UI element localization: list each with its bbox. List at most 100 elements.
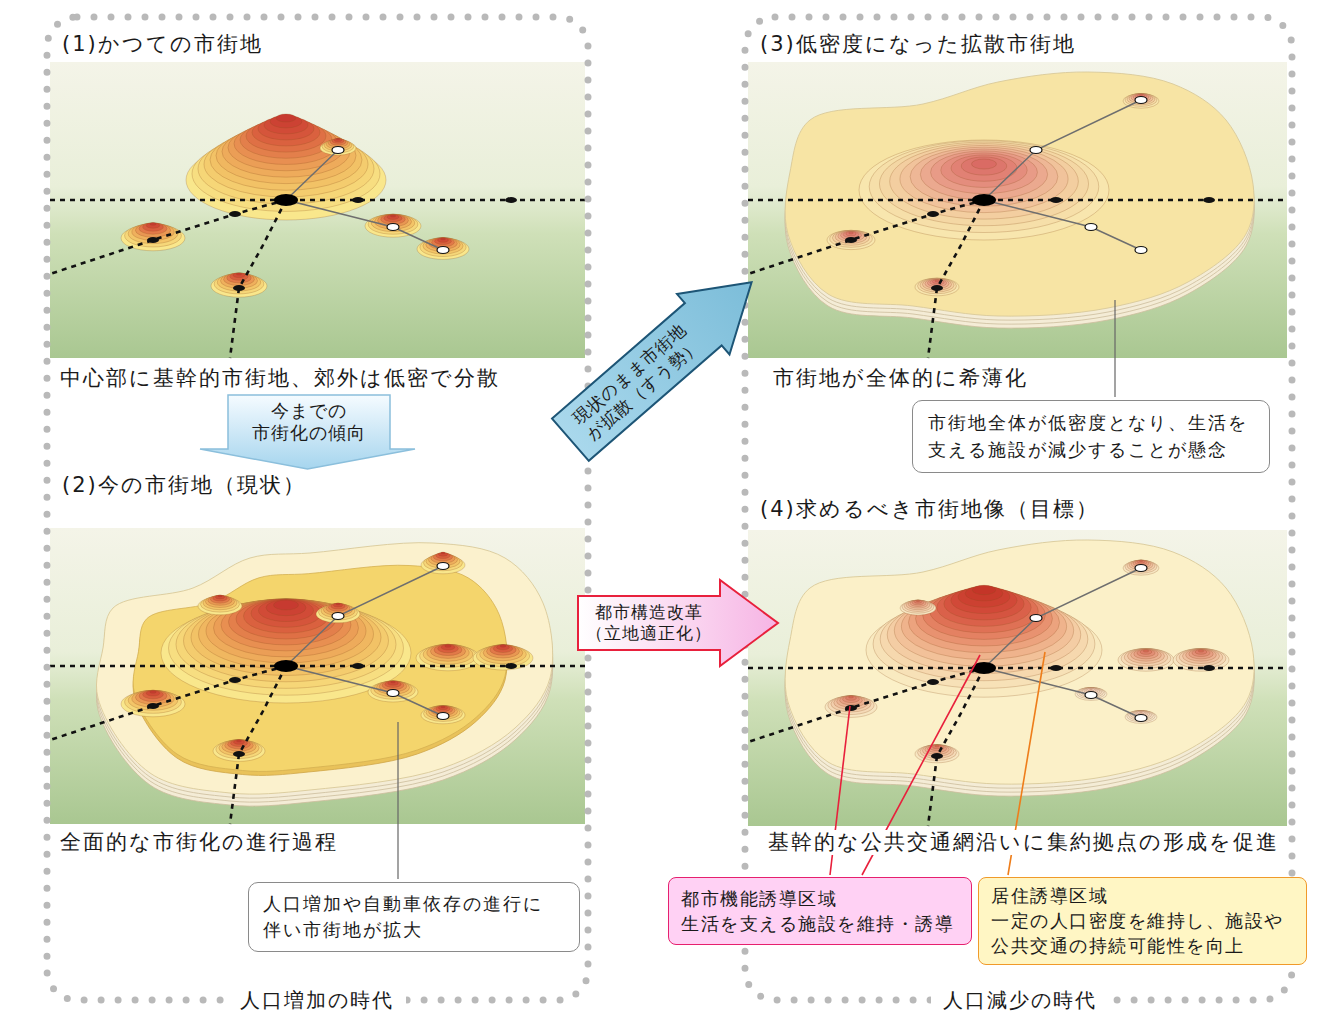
contour-ring (828, 696, 874, 714)
scene-heading: (1)かつての市街地 (62, 32, 263, 57)
contour-ring (435, 238, 452, 245)
contour-ring (487, 645, 520, 658)
contour-ring (843, 696, 860, 703)
contour-ring (480, 645, 527, 664)
contour-ring (437, 238, 448, 242)
land-ground (748, 530, 1287, 826)
arrow-label: 現状のまま市街地 が拡散（すう勢） (567, 318, 706, 447)
contour-ring (440, 238, 445, 240)
contour-ring (1176, 649, 1226, 669)
bus-stop (437, 563, 449, 570)
contour-ring (904, 600, 932, 611)
trend-arrow: 現状のまま市街地 が拡散（すう勢） (544, 252, 778, 470)
contour-ring (931, 151, 1038, 194)
rail-station (147, 703, 159, 709)
contour-ring (1127, 560, 1155, 571)
density-mound (900, 600, 936, 615)
rail-line (928, 200, 984, 358)
leader-line (397, 722, 398, 879)
contour-ring (266, 600, 306, 616)
land-ground (50, 528, 585, 824)
contour-ring (336, 603, 340, 605)
contour-ring (236, 273, 242, 275)
contour-ring (328, 603, 347, 611)
contour-ring (920, 278, 954, 292)
scene-panel: (4)求めるべき市街地像（目標）基幹的な公共交通網沿いに集約拠点の形成を促進都市… (748, 495, 1287, 857)
contour-ring (236, 740, 241, 742)
contour-ring (274, 600, 299, 610)
contour-ring (1198, 650, 1204, 652)
contour-ring (146, 691, 160, 696)
rail-line (928, 668, 984, 826)
city-illustration (50, 114, 585, 358)
contour-ring (1125, 560, 1157, 573)
bus-stop (437, 247, 449, 254)
contour-ring (217, 274, 260, 291)
rail-station (845, 237, 857, 243)
contour-ring (438, 706, 447, 710)
callout-box: 市街地全体が低密度となり、生活を 支える施設が減少することが懸念 (912, 400, 1270, 473)
contour-ring (328, 139, 348, 147)
contour-ring (388, 681, 399, 685)
contour-ring (827, 230, 875, 249)
contour-ring (1127, 710, 1155, 721)
contour-ring (961, 157, 1006, 175)
contour-ring (203, 596, 237, 610)
contour-ring (1195, 650, 1207, 655)
contour-ring (835, 231, 867, 244)
contour-ring (845, 696, 856, 700)
arrow-outline (200, 395, 415, 469)
rail-line (230, 666, 286, 824)
bus-stop (1085, 692, 1097, 699)
scene-caption: 基幹的な公共交通網沿いに集約拠点の形成を促進 (765, 830, 1282, 855)
rail-station (229, 677, 241, 683)
bus-line (984, 200, 1141, 250)
callout-box: 人口増加や自動車依存の進行に 伴い市街地が拡大 (248, 882, 580, 952)
contour-ring (150, 691, 156, 694)
rail-station (845, 705, 857, 711)
contour-ring (1121, 649, 1171, 669)
contour-ring (423, 706, 462, 722)
contour-ring (1127, 94, 1155, 105)
bus-stop (1085, 224, 1097, 231)
contour-ring (125, 691, 182, 714)
contour-ring (1143, 650, 1149, 652)
contour-ring (215, 595, 224, 599)
contour-ring (972, 585, 996, 594)
rail-line (50, 665, 585, 668)
contour-ring (420, 645, 477, 668)
contour-ring (216, 740, 262, 758)
contour-ring (143, 690, 164, 698)
contour-ring (135, 223, 170, 237)
rail-station (229, 211, 241, 217)
contour-ring (890, 144, 1079, 219)
contour-ring (436, 706, 450, 712)
rail-station (931, 753, 943, 759)
density-mound (1118, 649, 1174, 672)
contour-ring (916, 600, 920, 601)
contour-ring (493, 645, 513, 653)
density-mound (198, 595, 242, 615)
contour-ring (1186, 649, 1217, 661)
contour-ring (1138, 711, 1145, 714)
density-mound (211, 273, 267, 297)
city-illustration (748, 72, 1287, 358)
contour-ring (384, 215, 402, 222)
contour-ring (1089, 688, 1092, 689)
trend-arrow: 今までの 市街化の傾向 (200, 395, 415, 469)
era-label: 人口増加の時代 (228, 988, 406, 1013)
density-mound (827, 230, 875, 249)
bus-line (286, 666, 443, 716)
contour-ring (910, 600, 926, 606)
contour-ring (1134, 649, 1159, 659)
contour-ring (1131, 649, 1162, 661)
town-area (785, 72, 1254, 316)
contour-ring (825, 697, 877, 718)
contour-ring (900, 145, 1068, 212)
contour-ring (225, 740, 254, 751)
density-mound (365, 214, 421, 237)
arrow-body: 現状のまま市街地 が拡散（すう勢） (552, 303, 722, 461)
contour-ring (331, 603, 345, 609)
